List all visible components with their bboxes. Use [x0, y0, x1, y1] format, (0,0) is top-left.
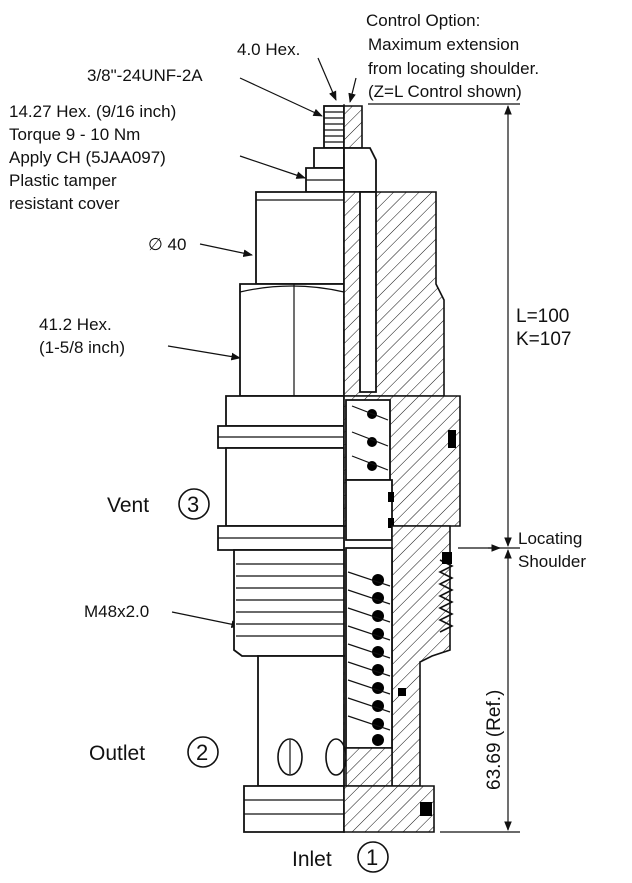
piston [345, 479, 393, 541]
piston-seal-1 [388, 492, 394, 502]
large-hex-body [239, 283, 345, 397]
port-inlet-number: 1 [366, 845, 378, 870]
shoulder-label-2: Shoulder [518, 552, 586, 571]
ref-length-label: 63.69 (Ref.) [484, 690, 505, 790]
collar-upper [225, 395, 345, 427]
port-outlet-label: Outlet [89, 742, 145, 765]
main-thread [233, 549, 345, 657]
leader-control-option [348, 77, 357, 103]
port-vent-number: 3 [187, 492, 199, 517]
inlet-oring [420, 802, 432, 816]
leader-nut [239, 155, 306, 179]
leader-hex-large [167, 345, 241, 361]
port-vent-label: Vent [107, 494, 149, 517]
piston-seal-2 [388, 518, 394, 528]
outlet-hole-left [277, 738, 303, 776]
leader-thread-large [171, 611, 241, 629]
control-option-line-4: (Z=L Control shown) [368, 82, 522, 101]
nut-line-4: Plastic tamper [9, 171, 117, 190]
tamper-cover [255, 191, 345, 285]
upper-oring [448, 430, 456, 448]
nut-line-1: 14.27 Hex. (9/16 inch) [9, 102, 176, 121]
control-option-line-1: Control Option: [366, 11, 480, 30]
thread-large-label: M48x2.0 [84, 602, 149, 621]
inlet-body [243, 785, 345, 833]
nut-line-3: Apply CH (5JAA097) [9, 148, 166, 167]
port-vent-circle [178, 488, 210, 520]
upper-spring [351, 405, 389, 471]
main-spring [347, 571, 391, 746]
hex-large-line-1: 41.2 Hex. [39, 315, 112, 334]
screw-threads [324, 111, 344, 143]
poppet-section [345, 747, 393, 787]
leader-diameter [199, 243, 253, 257]
valve-exterior [217, 105, 347, 833]
valve-section [343, 105, 461, 833]
length-label-l: L=100 [516, 306, 569, 327]
hex-large-line-2: (1-5/8 inch) [39, 338, 125, 357]
stem [359, 191, 377, 393]
leader-thread-small [239, 77, 323, 117]
nut-section [343, 147, 377, 193]
lower-thread-teeth [438, 559, 454, 633]
vent-body [225, 447, 345, 527]
port-inlet-label: Inlet [292, 848, 332, 871]
leader-hex-small [317, 57, 337, 101]
screw-section [343, 105, 363, 149]
port-outlet-number: 2 [196, 740, 208, 765]
nut-line-5: resistant cover [9, 194, 120, 213]
nut-line-2: Torque 9 - 10 Nm [9, 125, 140, 144]
lower-seal [398, 688, 406, 696]
port-outlet-circle [187, 736, 219, 768]
port-inlet-circle [357, 841, 389, 873]
length-label-k: K=107 [516, 329, 571, 350]
cap-section [343, 191, 445, 397]
shoulder-oring [442, 552, 452, 564]
body-lower-section [391, 525, 451, 787]
shoulder-label-1: Locating [518, 529, 582, 548]
control-option-line-2: Maximum extension [368, 35, 519, 54]
main-thread-lines [236, 563, 344, 637]
thread-small-label: 3/8"-24UNF-2A [87, 66, 203, 85]
control-option-line-3: from locating shoulder. [368, 59, 539, 78]
lock-nut [313, 147, 345, 169]
diameter-label: ∅ 40 [148, 235, 186, 254]
hex-small-label: 4.0 Hex. [237, 40, 300, 59]
